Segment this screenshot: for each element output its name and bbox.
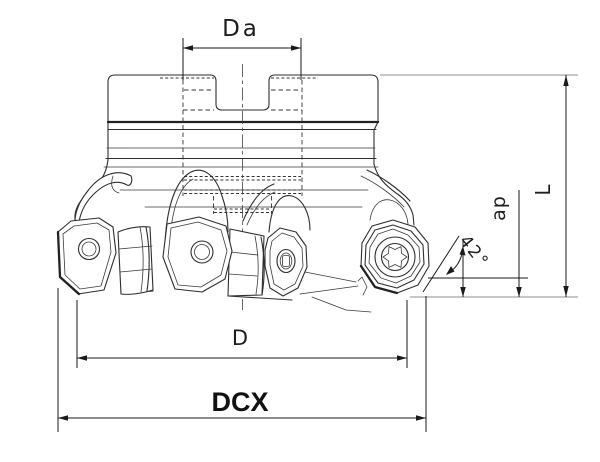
clamp-wedge-left (117, 226, 154, 295)
insert-left (56, 217, 117, 296)
label-dcx: DCX (211, 387, 268, 417)
label-da: Da (222, 16, 260, 42)
insert-right (359, 219, 430, 295)
cutter-body (74, 74, 415, 230)
pocket-swoosh-inner (246, 191, 276, 226)
dim-da: Da (182, 16, 302, 80)
body-top-outline (107, 74, 379, 123)
dim-ap: ap (428, 190, 528, 297)
insert-mid-left (162, 216, 233, 293)
pocket-right-arch (369, 199, 409, 225)
pocket-swoosh-outer (242, 183, 275, 222)
hidden-bore-lines (160, 77, 318, 214)
dim-angle: 42° (422, 232, 493, 297)
insert-center (264, 227, 308, 297)
label-l: L (531, 184, 555, 196)
insert-right-screw-outer (374, 236, 416, 278)
insert-right-screw-mid (380, 242, 410, 272)
insert-center-screw (276, 248, 296, 274)
dim-d: D (76, 300, 408, 368)
clamp-wedge-center (227, 228, 265, 297)
dim-dcx: DCX (57, 288, 427, 432)
label-d: D (232, 326, 248, 350)
chip-pockets (74, 169, 411, 244)
label-ap: ap (488, 195, 510, 221)
pocket-arch-center (268, 195, 311, 233)
pocket-left-claw (74, 172, 133, 223)
pocket-right-inner (360, 175, 405, 208)
torx-star-icon (382, 246, 408, 268)
dim-l: L (380, 74, 578, 298)
pocket-arch-left (164, 169, 229, 244)
insert-left-hole (77, 237, 101, 261)
pocket-right-outer (366, 169, 411, 202)
body-right-side (373, 121, 415, 226)
insert-mid-left-hole (190, 240, 214, 264)
pocket-left-hook (111, 175, 120, 194)
